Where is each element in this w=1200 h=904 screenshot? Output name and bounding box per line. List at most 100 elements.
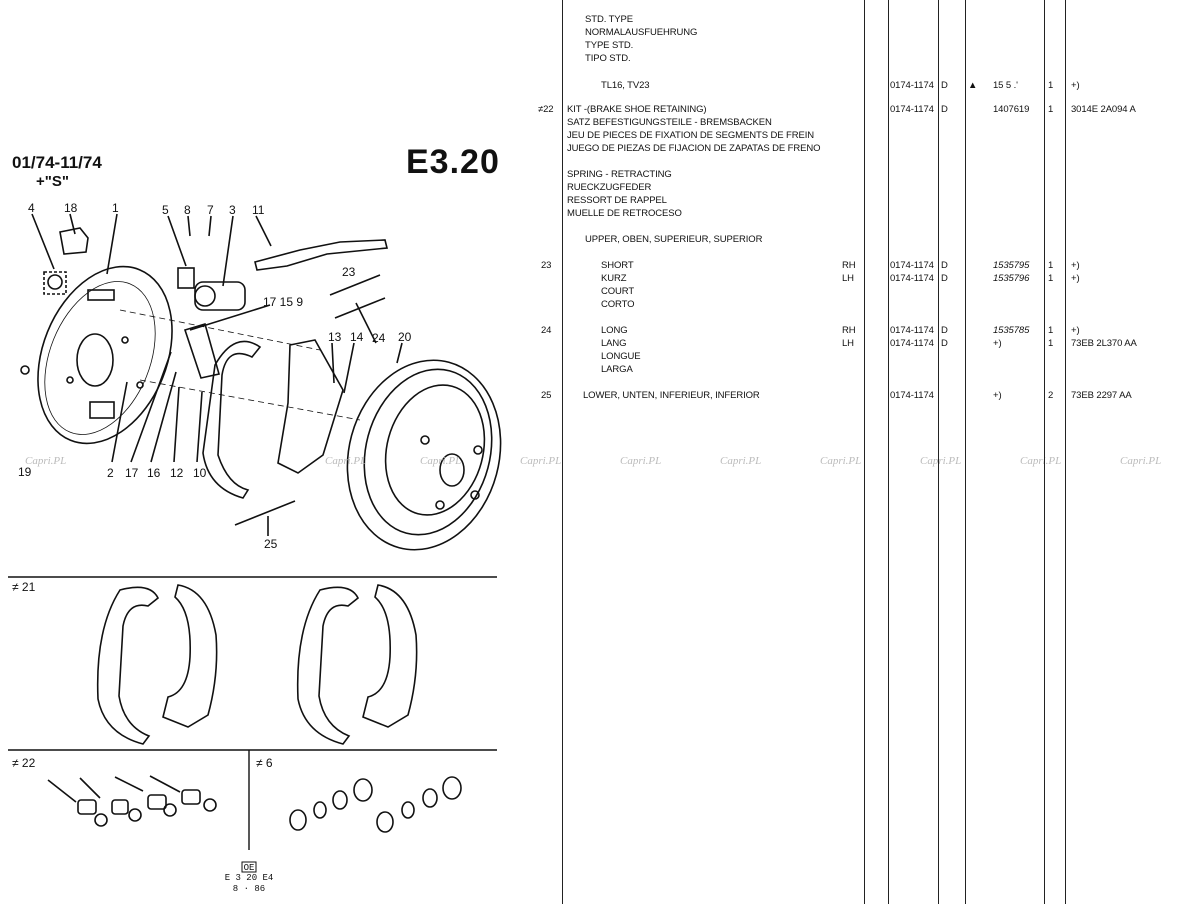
spring-line: SPRING - RETRACTING	[567, 169, 672, 180]
row-qty: 1	[1048, 273, 1054, 284]
kit-line: JUEGO DE PIEZAS DE FIJACION DE ZAPATAS D…	[567, 143, 821, 154]
variant-label: +"S"	[36, 173, 69, 190]
column-divider	[864, 0, 865, 904]
watermark: Capri.PL	[920, 455, 962, 467]
row-description: LANG	[601, 338, 627, 349]
row-date-range: 0174-1174	[890, 104, 934, 115]
footer-date: 8 · 86	[232, 884, 266, 894]
callout-13: 13	[328, 330, 342, 344]
row-qty: 1	[1048, 104, 1054, 115]
callout-18: 18	[64, 201, 78, 215]
row-qty: 1	[1048, 325, 1054, 336]
row-code: +)	[1071, 260, 1080, 271]
spring-line: RESSORT DE RAPPEL	[567, 195, 667, 206]
row-country: D	[941, 80, 948, 91]
row-qty: 1	[1048, 80, 1054, 91]
table-border-left	[562, 0, 563, 904]
std-type-line: STD. TYPE	[585, 14, 634, 25]
row-part-number: 1535796	[993, 273, 1030, 284]
row-country: D	[941, 104, 948, 115]
row-side: RH	[842, 260, 856, 271]
row-code: 73EB 2L370 AA	[1071, 338, 1137, 349]
row-code: +)	[1071, 80, 1080, 91]
section-22-label: ≠ 22	[12, 756, 36, 770]
watermark: Capri.PL	[1020, 455, 1062, 467]
row-description: LOWER, UNTEN, INFERIEUR, INFERIOR	[583, 390, 760, 401]
row-date-range: 0174-1174	[890, 325, 934, 336]
exploded-brake-diagram	[8, 213, 502, 873]
callout-3: 3	[229, 203, 236, 217]
watermark: Capri.PL	[1120, 455, 1162, 467]
callout-20: 20	[398, 330, 412, 344]
row-code: +)	[1071, 273, 1080, 284]
watermark: Capri.PL	[820, 455, 862, 467]
row-description: LONGUE	[601, 351, 641, 362]
row-ref: 24	[541, 325, 552, 336]
row-part-number: 1535795	[993, 260, 1030, 271]
callout-17: 17	[125, 466, 139, 480]
section-6-label: ≠ 6	[256, 756, 273, 770]
row-description: LONG	[601, 325, 628, 336]
kit-line: SATZ BEFESTIGUNGSTEILE - BREMSBACKEN	[567, 117, 772, 128]
callout-11: 11	[252, 203, 265, 217]
row-mark: ▲	[968, 80, 978, 91]
row-date-range: 0174-1174	[890, 338, 934, 349]
callout-10: 10	[193, 466, 207, 480]
row-side: LH	[842, 273, 854, 284]
watermark: Capri.PL	[420, 455, 462, 467]
callout-16: 16	[147, 466, 161, 480]
watermark: Capri.PL	[520, 455, 562, 467]
column-divider	[1065, 0, 1066, 904]
row-qty: 1	[1048, 260, 1054, 271]
watermark: Capri.PL	[325, 455, 367, 467]
callout-23: 23	[342, 265, 356, 279]
spring-line: RUECKZUGFEDER	[567, 182, 652, 193]
callout-5: 5	[162, 203, 169, 217]
row-description: SHORT	[601, 260, 634, 271]
row-part-number: 15 5 .'	[993, 80, 1018, 91]
row-code: 3014E 2A094 A	[1071, 104, 1136, 115]
row-description: TL16, TV23	[601, 80, 650, 91]
column-divider	[888, 0, 889, 904]
row-part-number: +)	[993, 338, 1002, 349]
callout-25: 25	[264, 537, 278, 551]
row-ref: ≠22	[538, 104, 554, 115]
row-side: RH	[842, 325, 856, 336]
column-divider	[938, 0, 939, 904]
row-description: CORTO	[601, 299, 635, 310]
row-description: KIT -(BRAKE SHOE RETAINING)	[567, 104, 707, 115]
section-21-label: ≠ 21	[12, 580, 36, 594]
footer-stamp: OE	[243, 863, 255, 873]
callout-2: 2	[107, 466, 114, 480]
std-type-line: TYPE STD.	[585, 40, 634, 51]
row-code: +)	[1071, 325, 1080, 336]
kit-line: JEU DE PIECES DE FIXATION DE SEGMENTS DE…	[567, 130, 815, 141]
watermark: Capri.PL	[25, 455, 67, 467]
row-ref: 25	[541, 390, 552, 401]
row-country: D	[941, 260, 948, 271]
row-ref: 23	[541, 260, 552, 271]
std-type-line: NORMALAUSFUEHRUNG	[585, 27, 698, 38]
row-qty: 1	[1048, 338, 1054, 349]
callout-14: 14	[350, 330, 364, 344]
column-divider	[1044, 0, 1045, 904]
row-code: 73EB 2297 AA	[1071, 390, 1132, 401]
row-description: COURT	[601, 286, 635, 297]
callout-8: 8	[184, 203, 191, 217]
row-part-number: 1535785	[993, 325, 1030, 336]
row-date-range: 0174-1174	[890, 80, 934, 91]
row-part-number: +)	[993, 390, 1002, 401]
row-date-range: 0174-1174	[890, 273, 934, 284]
date-range: 01/74-11/74	[12, 153, 102, 172]
callout-17-15-9: 17 15 9	[263, 295, 304, 309]
row-description: KURZ	[601, 273, 627, 284]
row-country: D	[941, 325, 948, 336]
row-side: LH	[842, 338, 854, 349]
footer-code: E 3 20 E4	[224, 873, 274, 883]
watermark: Capri.PL	[720, 455, 762, 467]
callout-4: 4	[28, 201, 35, 215]
std-type-line: TIPO STD.	[585, 53, 631, 64]
upper-label: UPPER, OBEN, SUPERIEUR, SUPERIOR	[585, 234, 763, 245]
spring-line: MUELLE DE RETROCESO	[567, 208, 682, 219]
row-qty: 2	[1048, 390, 1054, 401]
